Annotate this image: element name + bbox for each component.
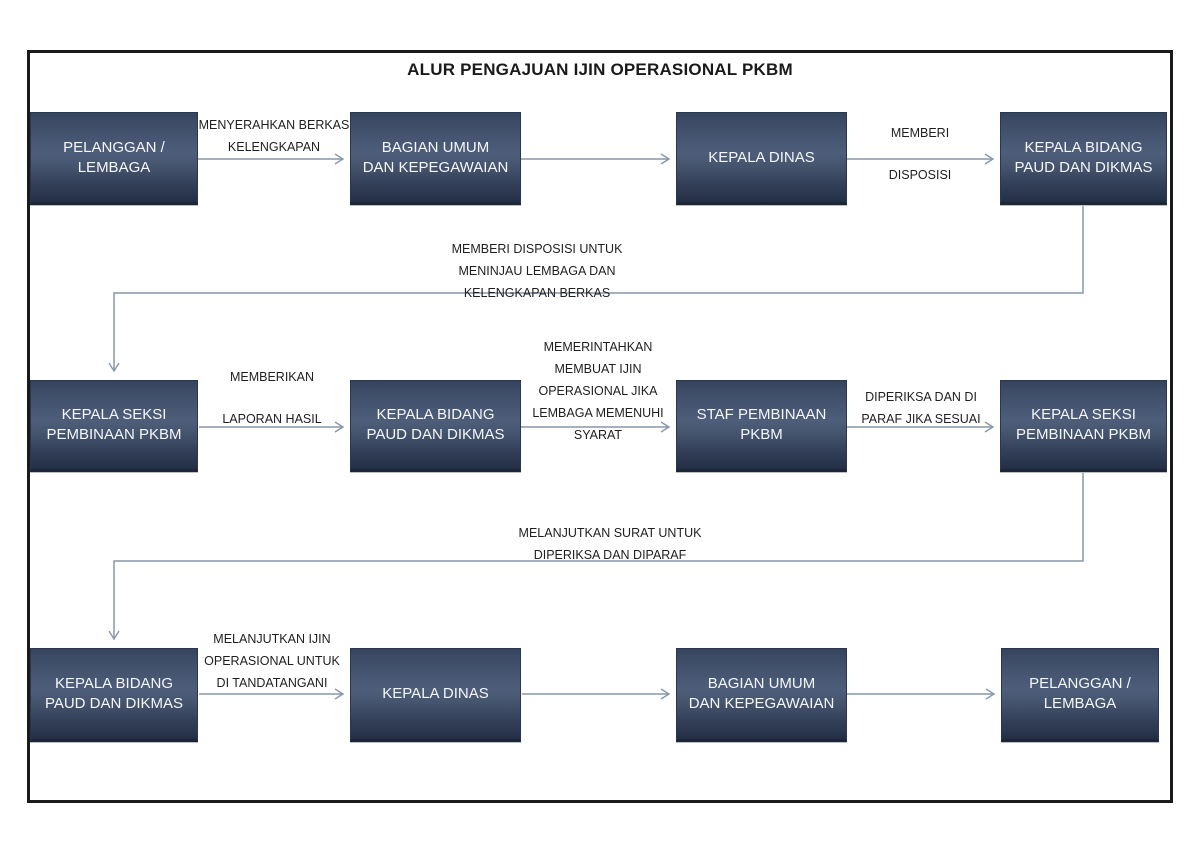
- edge-label-memberi: MEMBERI: [890, 126, 950, 140]
- node-kepala-dinas-2: KEPALA DINAS: [350, 648, 521, 742]
- node-pelanggan-lembaga-end: PELANGGAN / LEMBAGA: [1001, 648, 1159, 742]
- edge-label-disposisi: DISPOSISI: [888, 168, 952, 182]
- node-bagian-umum-kepegawaian-2: BAGIAN UMUM DAN KEPEGAWAIAN: [676, 648, 847, 742]
- edge-label-diperiksa-paraf: DIPERIKSA DAN DI PARAF JIKA SESUAI: [861, 390, 981, 426]
- node-kepala-bidang-paud-dikmas-1: KEPALA BIDANG PAUD DAN DIKMAS: [1000, 112, 1167, 205]
- node-kepala-bidang-paud-dikmas-3: KEPALA BIDANG PAUD DAN DIKMAS: [30, 648, 198, 742]
- node-staf-pembinaan-pkbm: STAF PEMBINAAN PKBM: [676, 380, 847, 472]
- edge-label-melanjutkan-surat: MELANJUTKAN SURAT UNTUK DIPERIKSA DAN DI…: [518, 526, 702, 562]
- edge-label-memberikan: MEMBERIKAN: [229, 370, 315, 384]
- edge-label-laporan-hasil: LAPORAN HASIL: [222, 412, 322, 426]
- node-pelanggan-lembaga-start: PELANGGAN / LEMBAGA: [30, 112, 198, 205]
- node-kepala-bidang-paud-dikmas-2: KEPALA BIDANG PAUD DAN DIKMAS: [350, 380, 521, 472]
- edge-label-memerintahkan: MEMERINTAHKAN MEMBUAT IJIN OPERASIONAL J…: [532, 340, 664, 442]
- diagram-title: ALUR PENGAJUAN IJIN OPERASIONAL PKBM: [407, 60, 793, 79]
- edge-label-memberi-disposisi-untuk: MEMBERI DISPOSISI UNTUK MENINJAU LEMBAGA…: [451, 242, 623, 300]
- node-kepala-seksi-pembinaan-pkbm-1: KEPALA SEKSI PEMBINAAN PKBM: [30, 380, 198, 472]
- edge-label-melanjutkan-ijin: MELANJUTKAN IJIN OPERASIONAL UNTUK DI TA…: [204, 632, 340, 690]
- node-kepala-dinas-1: KEPALA DINAS: [676, 112, 847, 205]
- node-bagian-umum-kepegawaian-1: BAGIAN UMUM DAN KEPEGAWAIAN: [350, 112, 521, 205]
- edge-label-menyerahkan-berkas: MENYERAHKAN BERKAS KELENGKAPAN: [198, 118, 350, 154]
- node-kepala-seksi-pembinaan-pkbm-2: KEPALA SEKSI PEMBINAAN PKBM: [1000, 380, 1167, 472]
